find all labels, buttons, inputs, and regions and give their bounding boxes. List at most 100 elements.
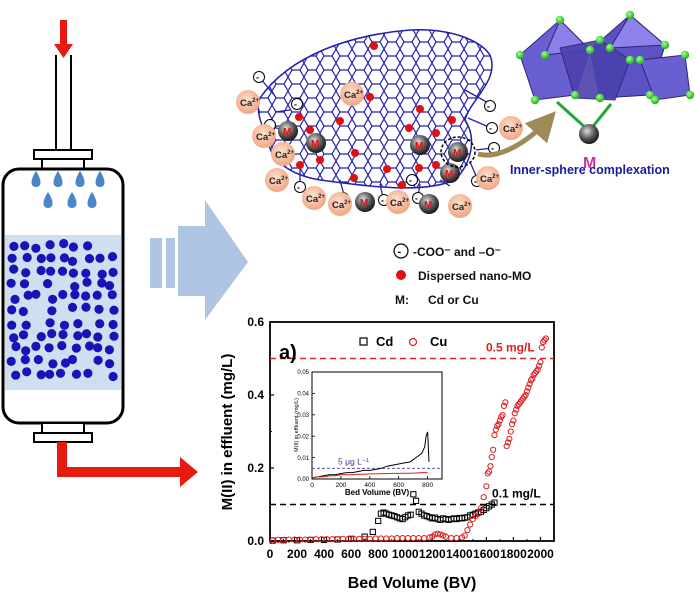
carboxyl-group-icon — [486, 122, 498, 134]
inset-frame — [311, 371, 443, 480]
x-tick-label: 1800 — [500, 547, 527, 561]
data-point — [412, 497, 420, 504]
legend-cu: Cu — [430, 334, 447, 349]
inset-series-cu — [311, 472, 428, 479]
nano-mo-dot — [432, 161, 440, 169]
metal-ion-icon — [448, 142, 468, 162]
nano-mo-legend-dot — [396, 270, 406, 280]
resin-bead — [59, 238, 69, 249]
resin-bead — [45, 318, 55, 328]
metal-label: M — [360, 198, 368, 209]
resin-bead — [46, 266, 56, 276]
resin-bead — [19, 279, 30, 289]
data-point — [399, 534, 406, 542]
resin-bead — [31, 289, 41, 299]
resin-bead — [81, 268, 91, 278]
reference-lines: 0.5 mg/L0.1 mg/L — [270, 341, 554, 506]
inset-x-tick-label: 600 — [393, 482, 404, 489]
data-point — [490, 446, 497, 453]
inset-series-cd — [311, 431, 430, 479]
water-drop-icon — [75, 171, 85, 187]
resin-bead — [92, 290, 102, 300]
data-point — [421, 534, 428, 542]
data-point — [488, 453, 495, 461]
resin-bead — [71, 369, 82, 379]
resin-bead — [85, 341, 95, 351]
data-point — [407, 511, 414, 518]
calcium-ion-icon — [252, 124, 276, 148]
calcium-label: Ca2+ — [306, 194, 325, 205]
resin-bead — [58, 289, 68, 300]
resin-bead — [70, 290, 80, 300]
resin-bead — [6, 356, 16, 366]
inflow-arrow-icon — [54, 20, 73, 58]
complexation-label: Inner-sphere complexation — [510, 163, 670, 177]
nano-mo-dot — [415, 164, 423, 172]
calcium-ion-icon — [302, 186, 326, 210]
data-point — [448, 534, 455, 542]
calcium-label: Ca2+ — [269, 176, 288, 187]
data-point — [536, 362, 543, 369]
data-point — [513, 406, 520, 413]
resin-bead — [70, 282, 80, 292]
inset-x-tick-label: 400 — [364, 482, 375, 489]
x-tick-label: 1600 — [473, 547, 500, 561]
resin-bead — [58, 329, 68, 340]
resin-bead — [59, 253, 69, 263]
x-tick-label: 400 — [314, 547, 334, 561]
oxygen-ball — [605, 43, 615, 53]
inset-reference-label: 5 μg L⁻¹ — [338, 456, 369, 466]
carboxyl-sign: - — [297, 183, 300, 193]
resin-bead — [109, 305, 119, 315]
carboxyl-sign: - — [491, 144, 494, 154]
legend-cd: Cd — [376, 334, 393, 349]
resin-bead — [21, 320, 31, 330]
data-point — [467, 521, 474, 528]
resin-bead — [109, 331, 119, 341]
resin-bead — [45, 240, 55, 250]
data-point — [525, 384, 532, 391]
resin-bead — [36, 332, 46, 342]
x-tick-label: 600 — [341, 547, 361, 561]
resin-bead — [67, 354, 78, 365]
data-point — [495, 421, 502, 428]
data-point — [426, 534, 433, 541]
oxygen-ball — [625, 10, 635, 20]
resin-bead — [21, 268, 31, 278]
data-point — [483, 483, 490, 490]
resin-bead — [20, 241, 30, 251]
oxygen-ball — [585, 45, 595, 55]
data-point — [500, 402, 508, 410]
calcium-label: Ca2+ — [332, 200, 351, 211]
data-point — [410, 491, 417, 498]
resin-bead — [83, 241, 93, 251]
metal-ion-icon — [278, 121, 298, 141]
resin-bead — [108, 267, 118, 277]
calcium-ion-icon — [448, 194, 472, 218]
chart-legend: Cd Cu — [359, 334, 447, 349]
data-point — [375, 517, 382, 525]
resin-bead — [36, 370, 46, 380]
metal-label: M — [415, 141, 423, 152]
oxygen-ball — [570, 90, 580, 100]
resin-bead — [33, 355, 44, 365]
oxygen-ball — [530, 95, 540, 105]
nano-mo-dot — [383, 165, 391, 173]
water-drop-icon — [87, 192, 97, 208]
calcium-ion-icon — [271, 142, 295, 166]
data-point — [348, 535, 355, 542]
data-point — [502, 399, 509, 406]
metal-label: M — [311, 139, 319, 150]
resin-bead — [44, 343, 54, 353]
data-point — [504, 439, 512, 446]
data-point — [369, 528, 376, 535]
calcium-ion-icon — [476, 166, 500, 190]
resin-bead — [68, 268, 78, 278]
calcium-label: Ca2+ — [275, 150, 294, 161]
x-tick-label: 1400 — [446, 547, 473, 561]
data-point — [453, 534, 460, 542]
data-point — [506, 435, 513, 442]
water-drop-icon — [95, 171, 105, 187]
data-point — [491, 432, 498, 439]
